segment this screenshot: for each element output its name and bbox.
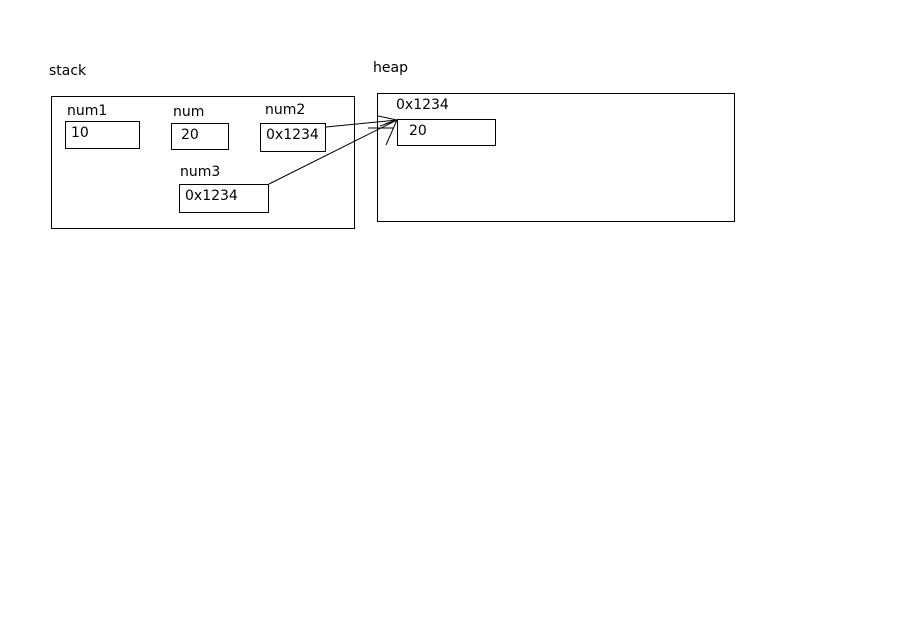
- num1-value-box: 10: [65, 121, 140, 149]
- num3-label: num3: [180, 164, 221, 180]
- stack-title: stack: [49, 63, 87, 79]
- heap-object-address: 0x1234: [396, 97, 449, 113]
- num-label: num: [173, 104, 205, 120]
- num2-value-box: 0x1234: [260, 123, 326, 152]
- num-value-box: 20: [171, 123, 229, 150]
- num1-label: num1: [67, 103, 108, 119]
- heap-object-value-box: 20: [397, 119, 496, 146]
- num3-value-box: 0x1234: [179, 184, 269, 213]
- heap-title: heap: [373, 60, 408, 76]
- num2-label: num2: [265, 102, 306, 118]
